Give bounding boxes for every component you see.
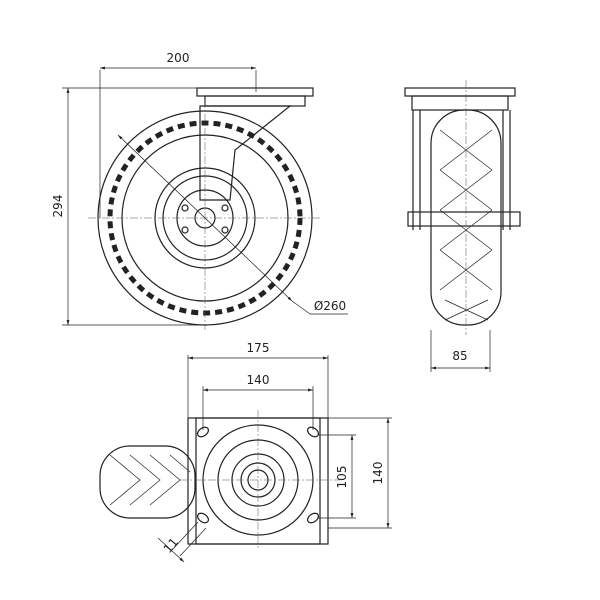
- dimension-hole-spacing-x: 140: [247, 373, 270, 387]
- dimension-side-width: 85: [452, 349, 467, 363]
- dimension-slot-width: 11: [161, 535, 182, 556]
- dimension-plate-width: 175: [247, 341, 270, 355]
- front-dimensions: 200 294 Ø260: [51, 51, 348, 326]
- dimension-hole-spacing-y: 105: [335, 466, 349, 489]
- bottom-dimensions: 175 140 105 140 11: [157, 341, 392, 563]
- side-view: 85: [404, 80, 521, 372]
- bottom-view: [99, 410, 340, 550]
- dimension-plate-height: 140: [371, 462, 385, 485]
- dimension-front-width: 200: [167, 51, 190, 65]
- dimension-front-height: 294: [51, 195, 65, 218]
- dimension-wheel-diameter: Ø260: [314, 299, 346, 313]
- front-view: [88, 87, 322, 330]
